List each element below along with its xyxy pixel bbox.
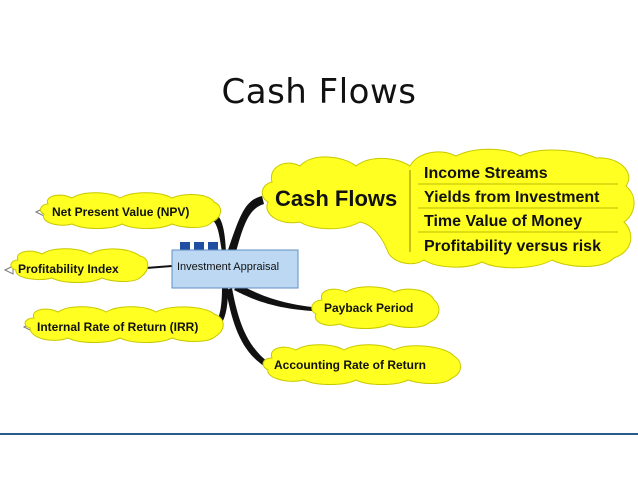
connector-cash-flows xyxy=(228,196,264,252)
arr-cloud-shape xyxy=(262,344,461,385)
irr-node[interactable]: Internal Rate of Return (IRR) xyxy=(24,306,224,343)
cash-flows-label: Cash Flows xyxy=(275,186,397,211)
cash-flows-cloud[interactable]: Cash Flows Income Streams Yields from In… xyxy=(261,148,635,269)
cash-flows-cloud-shape xyxy=(261,148,635,269)
center-box xyxy=(171,249,299,289)
subtopic-income-streams: Income Streams xyxy=(424,165,548,182)
center-tab-2 xyxy=(194,242,204,250)
slide-title: Cash Flows xyxy=(221,72,417,112)
connector-npv xyxy=(208,212,226,252)
subtopic-yields: Yields from Investment xyxy=(424,189,600,206)
profitability-index-label: Profitability Index xyxy=(18,262,119,276)
irr-cloud-shape xyxy=(24,306,224,343)
footer-divider xyxy=(0,433,638,435)
npv-node[interactable]: Net Present Value (NPV) xyxy=(40,192,221,229)
payback-node[interactable]: Payback Period xyxy=(311,286,440,329)
payback-label: Payback Period xyxy=(324,301,413,315)
center-node[interactable]: Investment Appraisal xyxy=(171,242,299,289)
irr-label: Internal Rate of Return (IRR) xyxy=(37,320,198,334)
profitability-index-cloud-shape xyxy=(10,248,149,283)
arr-label: Accounting Rate of Return xyxy=(274,358,426,372)
connector-irr xyxy=(212,288,228,330)
npv-label: Net Present Value (NPV) xyxy=(52,205,189,219)
arr-node[interactable]: Accounting Rate of Return xyxy=(262,344,461,385)
profitability-index-node[interactable]: Profitability Index xyxy=(10,248,149,283)
center-tab-3 xyxy=(208,242,218,250)
center-tab-1 xyxy=(180,242,190,250)
center-label: Investment Appraisal xyxy=(177,261,279,273)
subtopic-profitability-risk: Profitability versus risk xyxy=(424,238,601,255)
payback-cloud-shape xyxy=(311,286,440,329)
connector-payback xyxy=(234,284,312,311)
npv-cloud-shape xyxy=(40,192,221,229)
connector-profitability-index xyxy=(145,265,173,269)
connector-arr xyxy=(226,288,268,366)
arrowhead-profitability xyxy=(3,265,14,275)
subtopic-time-value: Time Value of Money xyxy=(424,213,582,230)
